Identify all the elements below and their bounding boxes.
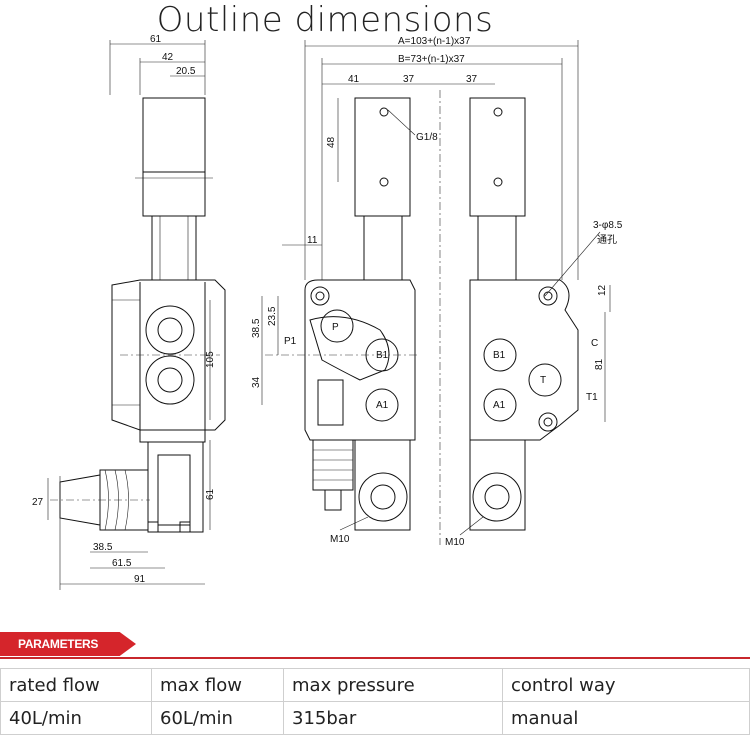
dim-81: 81 [594,358,605,370]
port-b1-right: B1 [493,350,506,361]
label-m10-left: M10 [330,534,350,545]
port-p1: P1 [284,336,297,347]
dim-20-5: 20.5 [176,66,196,77]
dim-27: 27 [32,497,44,508]
dim-42: 42 [162,52,174,63]
table-cell: 60L/min [151,701,284,735]
label-through-hole: 通孔 [597,234,617,246]
port-a1-left: A1 [376,400,389,411]
table-cell: max pressure [283,668,503,702]
dim-91: 91 [134,574,146,585]
table-cell: 40L/min [0,701,152,735]
dim-61-5: 61.5 [112,558,132,569]
table-cell: control way [502,668,750,702]
port-c: C [591,338,598,349]
port-p: P [332,322,339,333]
dim-41: 41 [348,74,360,85]
port-t: T [540,375,546,386]
dim-b: B=73+(n-1)x37 [398,54,465,65]
parameters-heading: PARAMETERS [0,632,136,656]
dim-12: 12 [597,284,608,296]
dim-a: A=103+(n-1)x37 [398,36,471,47]
port-a1-right: A1 [493,400,506,411]
parameters-divider [0,657,750,659]
port-t1: T1 [586,392,598,403]
table-cell: max flow [151,668,284,702]
side-view: 61 42 20.5 105 [32,34,226,590]
dim-37-b: 37 [466,74,478,85]
outline-drawing: 61 42 20.5 105 [32,34,623,590]
port-b1-left: B1 [376,350,389,361]
label-m10-right: M10 [445,537,465,548]
dim-34: 34 [251,376,262,388]
label-holes: 3-φ8.5 [593,220,623,231]
table-row: 40L/min 60L/min 315bar manual [0,701,750,735]
table-header-row: rated flow max flow max pressure control… [0,668,750,702]
page-title: Outline dimensions [156,0,494,40]
dim-105: 105 [205,351,216,368]
dim-37-a: 37 [403,74,415,85]
dim-23-5: 23.5 [267,306,278,326]
dim-61-side: 61 [205,488,216,500]
front-view: A=103+(n-1)x37 B=73+(n-1)x37 41 37 37 48… [251,36,623,548]
dim-11: 11 [307,235,318,246]
parameters-table: rated flow max flow max pressure control… [0,668,750,735]
dim-38-5-front: 38.5 [251,318,262,338]
dim-38-5: 38.5 [93,542,113,553]
table-cell: 315bar [283,701,503,735]
dim-48: 48 [326,136,337,148]
label-g1-8: G1/8 [416,132,438,143]
dim-61-top: 61 [150,34,162,45]
table-cell: rated flow [0,668,152,702]
table-cell: manual [502,701,750,735]
